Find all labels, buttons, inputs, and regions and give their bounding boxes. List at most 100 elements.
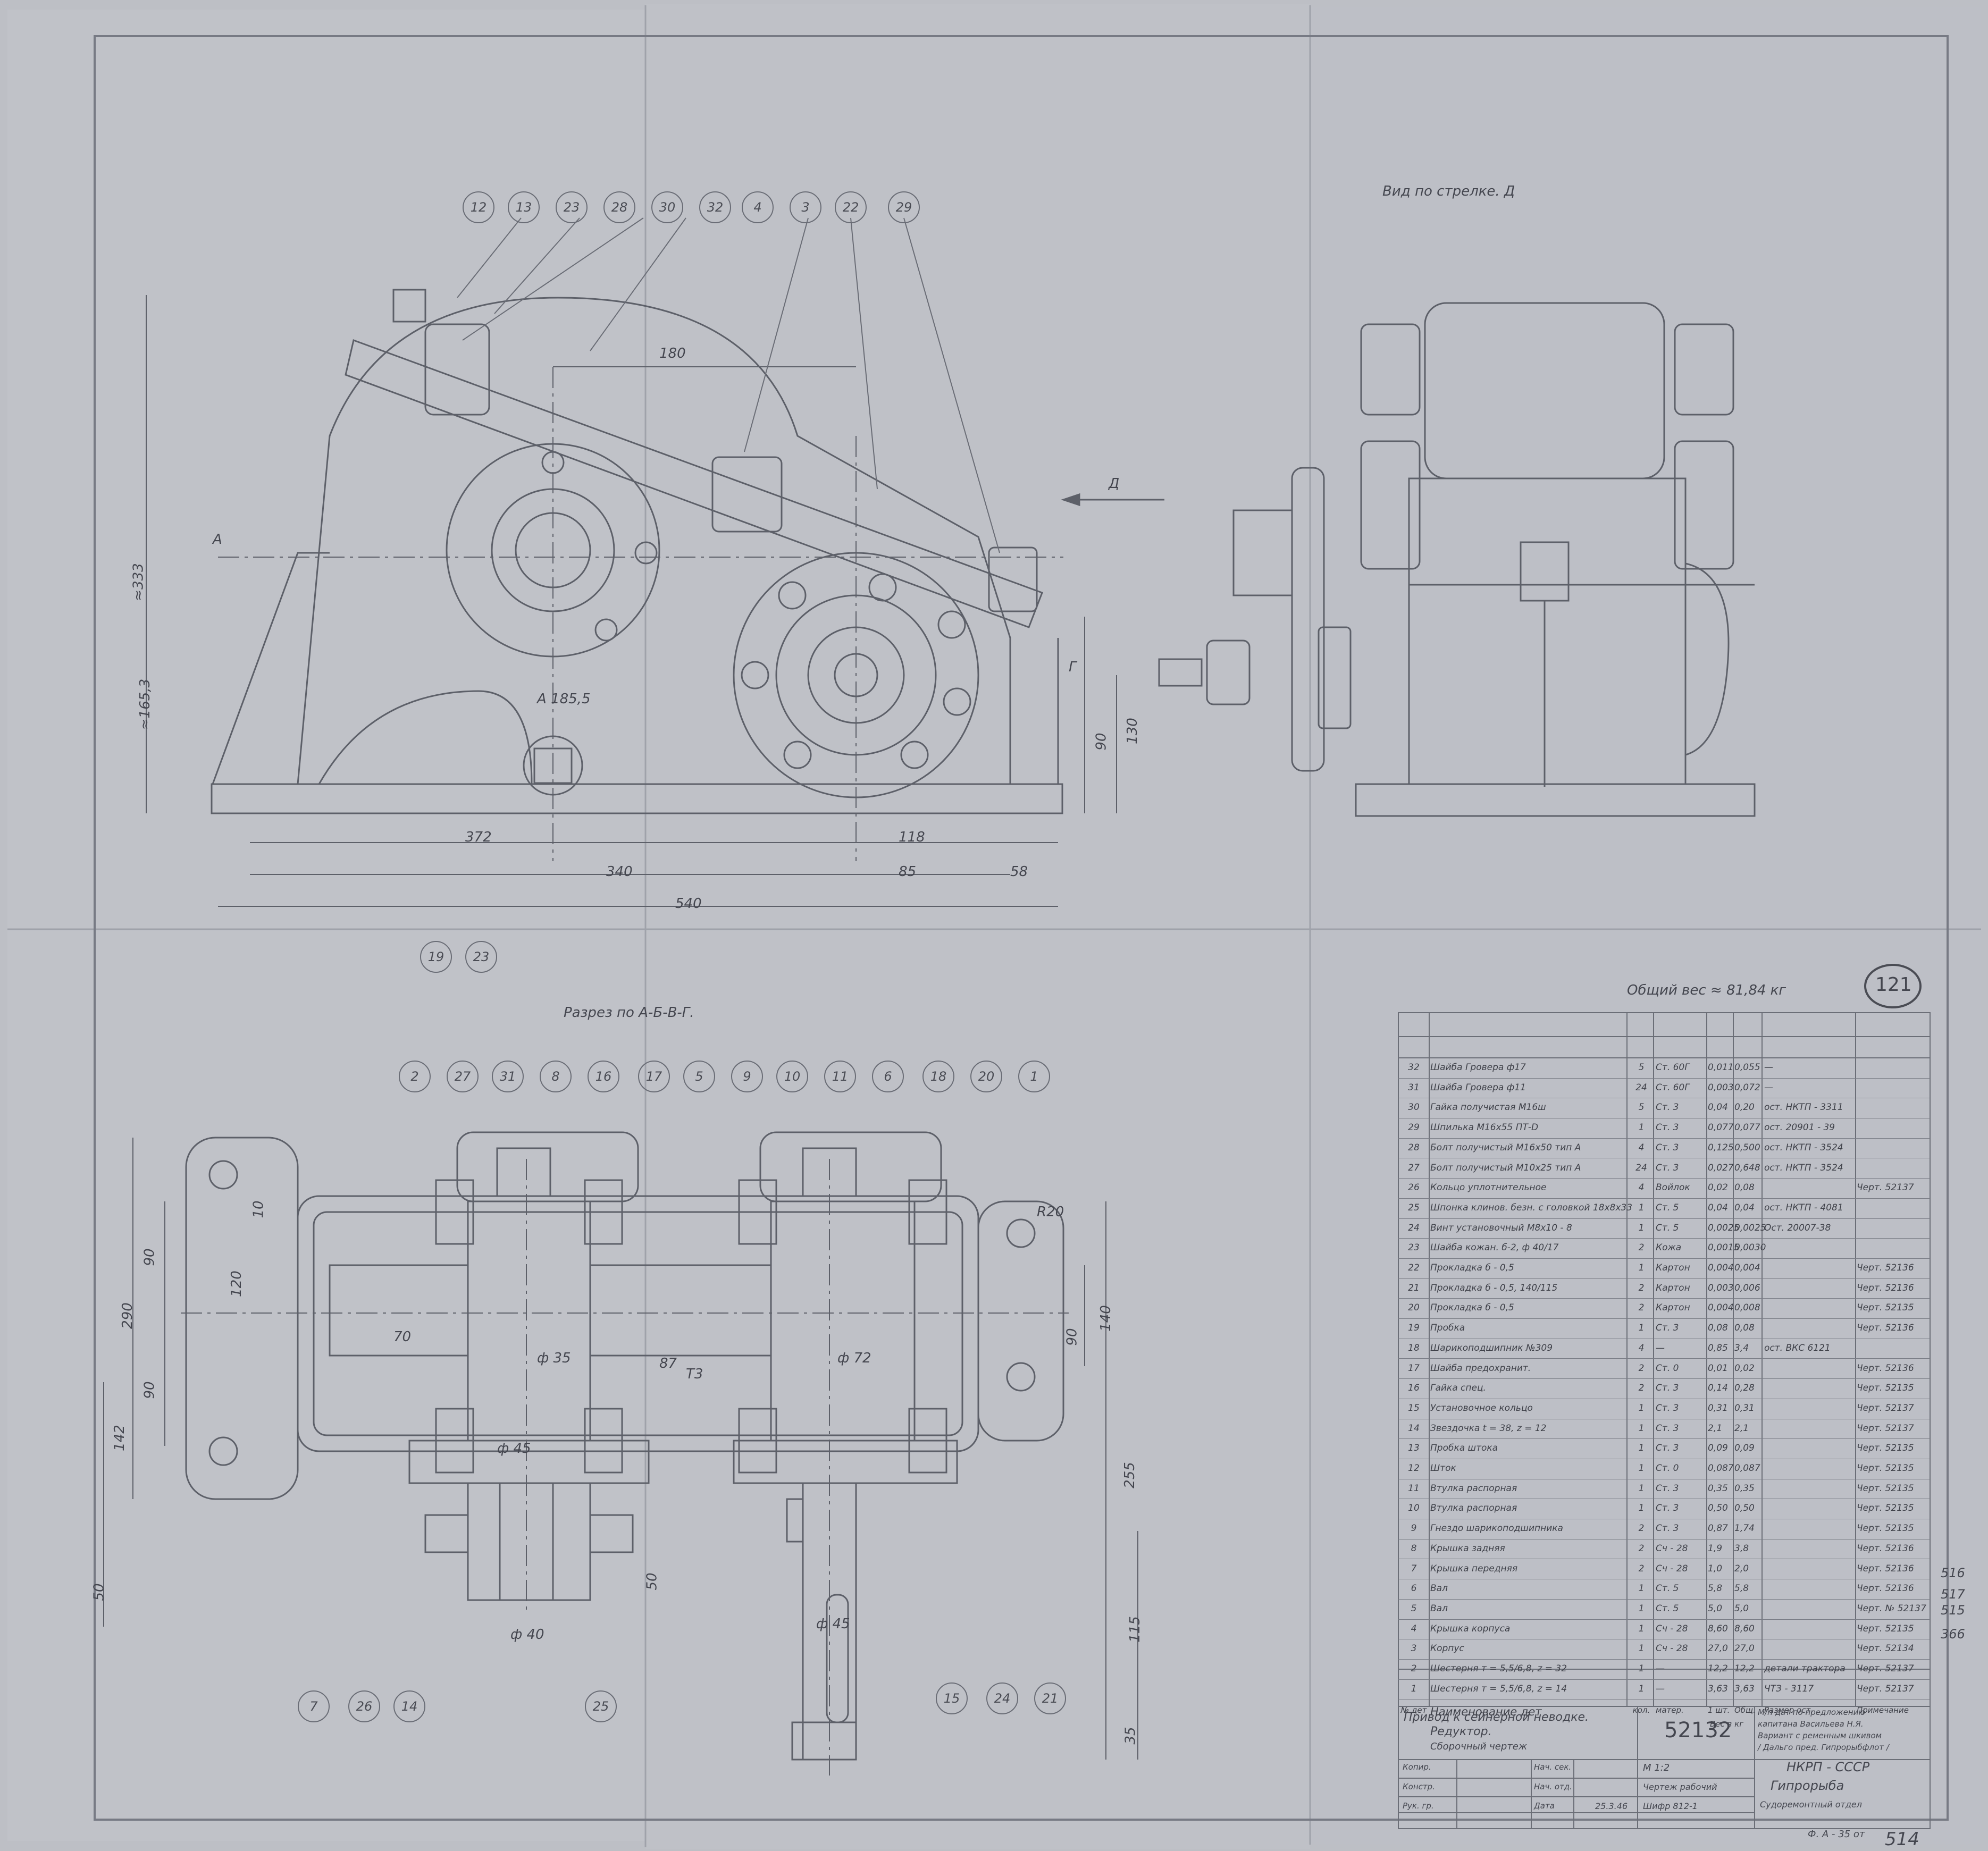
header-n: № дет (1400, 1705, 1427, 1715)
basis-4: / Дальго пред. Гипрорыбфлот / (1758, 1743, 1889, 1752)
cell-mat: Ст. 60Г (1656, 1062, 1690, 1073)
footer-format: Ф. А - 35 от (1808, 1829, 1865, 1840)
org-2: Гипрорыба (1771, 1778, 1844, 1793)
cell-w2: 0,0025 (1734, 1222, 1766, 1233)
cell-mat: Ст. 0 (1656, 1463, 1679, 1474)
cell-qty: 1 (1638, 1202, 1645, 1213)
scale: М 1:2 (1643, 1762, 1670, 1773)
marker-g: Г (1069, 659, 1077, 675)
cell-n: 2 (1411, 1663, 1417, 1674)
cell-note: Черт. 52135 (1857, 1503, 1914, 1514)
cell-note: Черт. 52137 (1857, 1402, 1914, 1414)
drawing-number: 52132 (1664, 1718, 1732, 1743)
cell-note: Черт. 52137 (1857, 1663, 1914, 1674)
cell-qty: 24 (1635, 1162, 1647, 1173)
role-right-2: Нач. отд. (1534, 1782, 1572, 1791)
sign-date: 25.3.46 (1595, 1801, 1628, 1811)
cell-w2: 0,648 (1734, 1162, 1760, 1173)
shaft-left (329, 1264, 469, 1357)
cell-qty: 24 (1635, 1082, 1647, 1093)
cell-note: Черт. 52136 (1857, 1583, 1914, 1594)
cell-qty: 2 (1638, 1362, 1645, 1374)
cell-w2: 0,20 (1734, 1102, 1755, 1113)
cell-name: Болт получистый М16х50 тип А (1430, 1142, 1581, 1153)
cell-size: ост. НКТП - 3524 (1764, 1162, 1843, 1173)
org-3: Судоремонтный отдел (1760, 1799, 1862, 1810)
cell-n: 10 (1408, 1503, 1420, 1514)
callout-balloon: 8 (540, 1061, 572, 1092)
cell-w2: 5,0 (1734, 1603, 1749, 1614)
total-weight: Общий вес ≈ 81,84 кг (1627, 982, 1786, 998)
cell-name: Крышка передняя (1430, 1563, 1518, 1574)
dimension-label: 58 (1010, 864, 1028, 880)
cell-name: Крышка задняя (1430, 1543, 1505, 1554)
cell-note: Черт. 52135 (1857, 1383, 1914, 1394)
cell-w2: 0,08 (1734, 1182, 1755, 1193)
cell-n: 8 (1411, 1543, 1417, 1554)
title-name-1: Привод к сейнерной неводке. (1404, 1711, 1589, 1724)
cell-note: Черт. 52135 (1857, 1443, 1914, 1454)
cell-w1: 12,2 (1708, 1663, 1728, 1674)
cell-qty: 5 (1638, 1062, 1645, 1073)
cell-n: 5 (1411, 1603, 1417, 1614)
arrow-d (1061, 493, 1164, 507)
cell-mat: — (1656, 1683, 1665, 1694)
callout-balloon: 13 (508, 191, 540, 223)
cell-n: 9 (1411, 1523, 1417, 1534)
role-1: Копир. (1403, 1762, 1431, 1772)
dimension-label: 180 (659, 346, 686, 361)
cell-mat: Войлок (1656, 1182, 1690, 1193)
pulley (1291, 467, 1325, 772)
dimension-label: 130 (1124, 718, 1140, 744)
cell-mat: Ст. 3 (1656, 1523, 1679, 1534)
cell-qty: 1 (1638, 1623, 1645, 1634)
cell-mat: Кожа (1656, 1242, 1682, 1253)
cell-qty: 1 (1638, 1323, 1645, 1334)
cell-size: ост. НКТП - 3311 (1764, 1102, 1843, 1113)
dimension-label: 140 (1097, 1305, 1114, 1332)
callout-balloon: 7 (298, 1690, 330, 1722)
cell-n: 23 (1408, 1242, 1420, 1253)
cell-size: ост. НКТП - 3524 (1764, 1142, 1843, 1153)
cell-mat: Ст. 3 (1656, 1122, 1679, 1133)
cell-mat: Картон (1656, 1263, 1690, 1273)
cell-qty: 1 (1638, 1643, 1645, 1654)
callout-balloon: 15 (936, 1682, 968, 1714)
dimension-label: 50 (91, 1583, 107, 1601)
cell-w1: 0,125 (1708, 1142, 1734, 1153)
cell-name: Шайба предохранит. (1430, 1362, 1531, 1374)
cell-name: Шайба кожан. б-2, ф 40/17 (1430, 1242, 1559, 1253)
cell-mat: Ст. 3 (1656, 1102, 1679, 1113)
header-w1: 1 шт. (1708, 1705, 1730, 1715)
cell-size: ЧТЗ - 3117 (1764, 1683, 1814, 1694)
border-frame (94, 35, 1949, 1821)
cell-w1: 3,63 (1708, 1683, 1728, 1694)
cell-w1: 0,04 (1708, 1202, 1728, 1213)
paper-left (7, 10, 645, 1841)
cell-note: Черт. 52135 (1857, 1523, 1914, 1534)
dimension-label: 118 (899, 829, 925, 845)
cell-w1: 0,31 (1708, 1402, 1728, 1414)
cell-mat: Ст. 60Г (1656, 1082, 1690, 1093)
cell-w1: 0,35 (1708, 1483, 1728, 1494)
cell-w1: 0,08 (1708, 1323, 1728, 1334)
shaft-stub (1232, 509, 1293, 596)
dimension-label: 340 (606, 864, 633, 880)
cell-w1: 5,8 (1708, 1583, 1723, 1594)
cell-w2: 0,50 (1734, 1503, 1755, 1514)
cell-mat: Ст. 5 (1656, 1222, 1679, 1233)
cell-mat: Ст. 5 (1656, 1202, 1679, 1213)
cell-n: 15 (1408, 1402, 1420, 1414)
cell-note: Черт. 52137 (1857, 1182, 1914, 1193)
cell-mat: Ст. 5 (1656, 1583, 1679, 1594)
header-name: Наименование дет (1430, 1705, 1542, 1719)
dimension-label: ф 40 (510, 1627, 544, 1643)
cell-qty: 4 (1638, 1342, 1645, 1353)
dimension-label: 540 (675, 896, 702, 912)
bolt-head-1 (424, 323, 490, 416)
callout-balloon: 24 (986, 1682, 1018, 1714)
cell-qty: 1 (1638, 1503, 1645, 1514)
